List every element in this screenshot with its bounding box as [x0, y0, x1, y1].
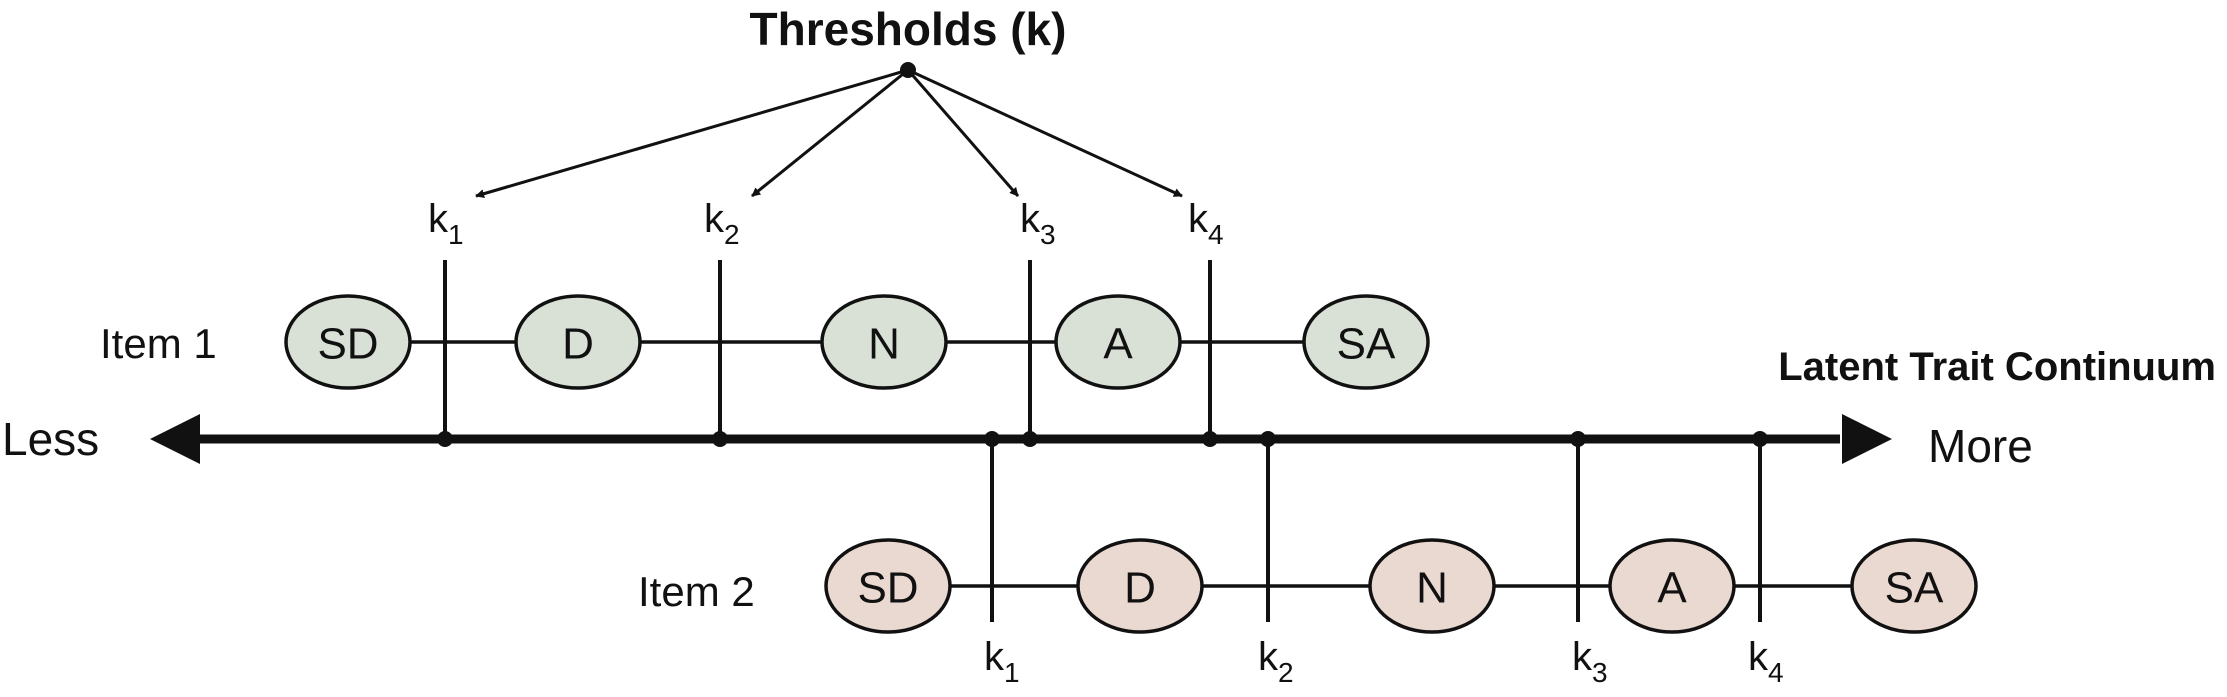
item-1-label: Item 1: [100, 320, 217, 367]
pointer-arrow-k4: [907, 68, 1183, 198]
threshold-pointer-arrows: [475, 68, 1183, 199]
axis-left-arrowhead: [150, 414, 200, 464]
pointer-arrow-k1: [475, 68, 909, 199]
item-2-threshold-label-k1: k1: [984, 635, 1020, 688]
svg-text:D: D: [562, 320, 594, 369]
item-1-category-sa: SA: [1302, 294, 1430, 390]
axis-right-arrowhead: [1842, 414, 1892, 464]
item-2-threshold-ticks: [990, 439, 1762, 622]
item-1-category-d: D: [514, 294, 642, 390]
svg-text:A: A: [1657, 564, 1687, 613]
item-2-category-n: N: [1368, 538, 1496, 634]
item-1-threshold-label-k3: k3: [1020, 197, 1056, 250]
item-2-threshold-label-k4: k4: [1748, 635, 1784, 688]
item-1-category-a: A: [1054, 294, 1182, 390]
item-2-threshold-label-k2: k2: [1258, 635, 1294, 688]
item-2-threshold-dots: [984, 431, 1768, 447]
item-2-category-d: D: [1076, 538, 1204, 634]
continuum-axis: [150, 414, 1892, 464]
title-hub-dot: [900, 62, 916, 78]
item-1-category-sd: SD: [284, 294, 412, 390]
pointer-arrow-k3: [906, 69, 1020, 197]
item-2-category-sd: SD: [824, 538, 952, 634]
item-1-threshold-dots: [437, 431, 1218, 447]
svg-text:N: N: [1416, 564, 1448, 613]
item-1-threshold-label-k4: k4: [1188, 197, 1224, 250]
item-1-group: Item 1 k1 k2 k3 k4 SD D: [100, 197, 1430, 447]
item-2-group: Item 2 k1 k2 k3 k4 SD D N: [638, 431, 1978, 688]
item-2-category-a: A: [1608, 538, 1736, 634]
axis-more-label: More: [1928, 420, 2033, 472]
pointer-arrow-k2: [751, 68, 909, 198]
svg-text:SD: SD: [857, 564, 918, 613]
item-2-label: Item 2: [638, 568, 755, 615]
diagram-title: Thresholds (k): [750, 3, 1067, 55]
svg-text:SA: SA: [1337, 320, 1396, 369]
svg-text:SD: SD: [317, 320, 378, 369]
item-1-threshold-label-k1: k1: [428, 197, 464, 250]
svg-text:N: N: [868, 320, 900, 369]
item-2-threshold-label-k3: k3: [1572, 635, 1608, 688]
item-1-threshold-ticks: [443, 260, 1212, 439]
axis-name-label: Latent Trait Continuum: [1778, 345, 2216, 389]
item-1-threshold-label-k2: k2: [704, 197, 740, 250]
item-2-category-sa: SA: [1850, 538, 1978, 634]
svg-text:SA: SA: [1885, 564, 1944, 613]
item-1-category-n: N: [820, 294, 948, 390]
axis-less-label: Less: [2, 413, 99, 465]
svg-text:D: D: [1124, 564, 1156, 613]
svg-text:A: A: [1103, 320, 1133, 369]
